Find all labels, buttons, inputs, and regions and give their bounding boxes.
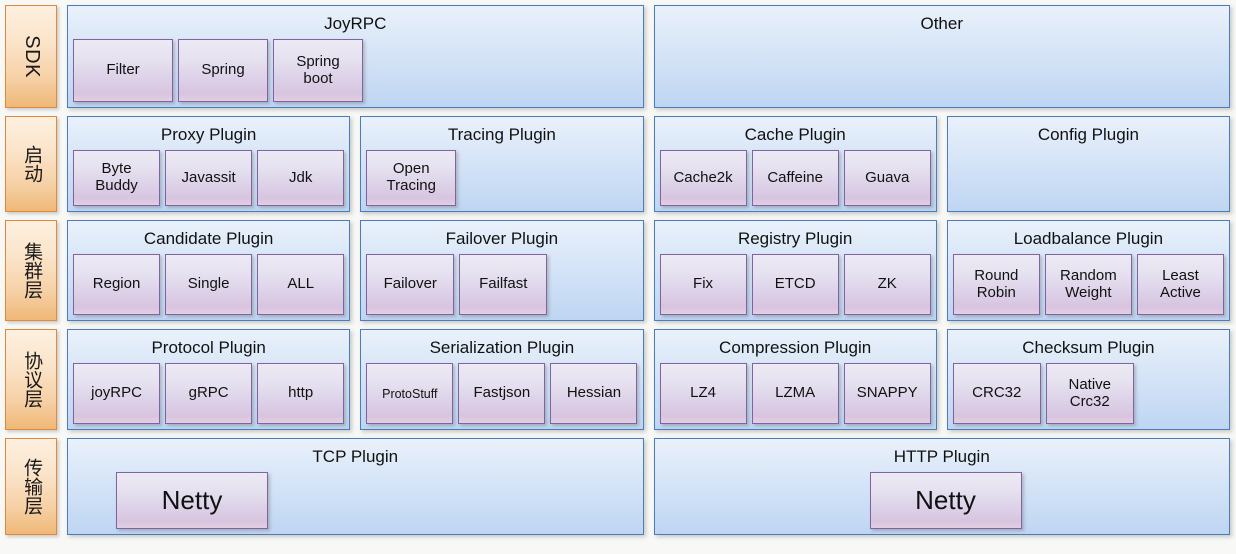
plugin-group-title: Checksum Plugin xyxy=(1022,338,1155,357)
plugin-item[interactable]: Hessian xyxy=(550,363,638,424)
plugin-item-list: Netty xyxy=(73,472,638,529)
plugin-group-title: JoyRPC xyxy=(324,14,387,33)
layer-label-protocol[interactable]: 协议层 xyxy=(5,329,57,430)
plugin-item[interactable]: Fix xyxy=(659,254,747,315)
plugin-group-title: Other xyxy=(920,14,964,33)
plugin-item[interactable]: Filter xyxy=(73,39,173,102)
plugin-item[interactable]: Spring xyxy=(178,39,268,102)
plugin-item[interactable]: Open Tracing xyxy=(366,150,457,206)
plugin-item[interactable]: Spring boot xyxy=(273,39,363,102)
plugin-item[interactable]: Native Crc32 xyxy=(1045,363,1134,424)
plugin-item[interactable]: LZ4 xyxy=(659,363,747,424)
plugin-item[interactable]: Javassit xyxy=(165,150,253,206)
plugin-item[interactable]: Least Active xyxy=(1136,254,1224,315)
plugin-group-title: Candidate Plugin xyxy=(143,229,274,248)
plugin-item[interactable]: Failfast xyxy=(459,254,548,315)
plugin-group-title: Loadbalance Plugin xyxy=(1013,229,1164,248)
layer-label-cluster[interactable]: 集群层 xyxy=(5,220,57,321)
plugin-item[interactable]: Single xyxy=(165,254,253,315)
plugin-item[interactable]: CRC32 xyxy=(952,363,1041,424)
plugin-item[interactable]: SNAPPY xyxy=(843,363,931,424)
plugin-group-title: Registry Plugin xyxy=(737,229,853,248)
plugin-item[interactable]: Random Weight xyxy=(1044,254,1132,315)
plugin-item[interactable]: http xyxy=(257,363,345,424)
plugin-item[interactable]: LZMA xyxy=(751,363,839,424)
plugin-group[interactable]: Config Plugin xyxy=(946,116,1230,212)
plugin-item[interactable]: Cache2k xyxy=(659,150,747,206)
plugin-item-list xyxy=(660,39,1225,102)
plugin-item[interactable]: Guava xyxy=(843,150,931,206)
plugin-item[interactable]: ProtoStuff xyxy=(366,363,454,424)
plugin-item[interactable]: Jdk xyxy=(257,150,345,206)
plugin-item-list: Netty xyxy=(660,472,1225,529)
plugin-item[interactable]: ETCD xyxy=(751,254,839,315)
plugin-item[interactable]: Caffeine xyxy=(751,150,839,206)
plugin-item[interactable]: Fastjson xyxy=(458,363,546,424)
plugin-item[interactable]: ALL xyxy=(257,254,345,315)
plugin-item[interactable]: Netty xyxy=(869,472,1022,529)
plugin-item-list xyxy=(953,150,1224,206)
plugin-group-title: Proxy Plugin xyxy=(160,125,257,144)
layer-label-startup[interactable]: 启动 xyxy=(5,116,57,212)
plugin-group-title: Protocol Plugin xyxy=(151,338,266,357)
plugin-group-title: Failover Plugin xyxy=(445,229,559,248)
plugin-item[interactable]: gRPC xyxy=(165,363,253,424)
plugin-item-list: Open Tracing xyxy=(366,150,637,206)
plugin-group[interactable]: Other xyxy=(653,5,1230,108)
layer-label-sdk[interactable]: SDK xyxy=(5,5,57,108)
plugin-item[interactable]: Byte Buddy xyxy=(73,150,161,206)
plugin-group-title: Serialization Plugin xyxy=(429,338,575,357)
plugin-group-title: Tracing Plugin xyxy=(447,125,556,144)
plugin-group-title: Cache Plugin xyxy=(744,125,846,144)
plugin-group-title: Compression Plugin xyxy=(719,338,872,357)
plugin-item[interactable]: joyRPC xyxy=(73,363,161,424)
plugin-item[interactable]: Netty xyxy=(116,472,268,529)
plugin-group-title: HTTP Plugin xyxy=(893,447,990,466)
plugin-item[interactable]: Failover xyxy=(366,254,455,315)
plugin-group-title: Config Plugin xyxy=(1037,125,1139,144)
layer-label-text: 协议层 xyxy=(21,351,43,408)
plugin-group-title: TCP Plugin xyxy=(312,447,399,466)
layer-label-text: 集群层 xyxy=(21,242,43,299)
layer-label-text: 传输层 xyxy=(21,458,43,515)
layer-label-text: 启动 xyxy=(21,145,43,183)
plugin-item[interactable]: ZK xyxy=(843,254,931,315)
layer-label-text: SDK xyxy=(20,35,43,78)
plugin-item[interactable]: Region xyxy=(73,254,161,315)
plugin-item[interactable]: Round Robin xyxy=(952,254,1040,315)
layer-label-transport[interactable]: 传输层 xyxy=(5,438,57,535)
